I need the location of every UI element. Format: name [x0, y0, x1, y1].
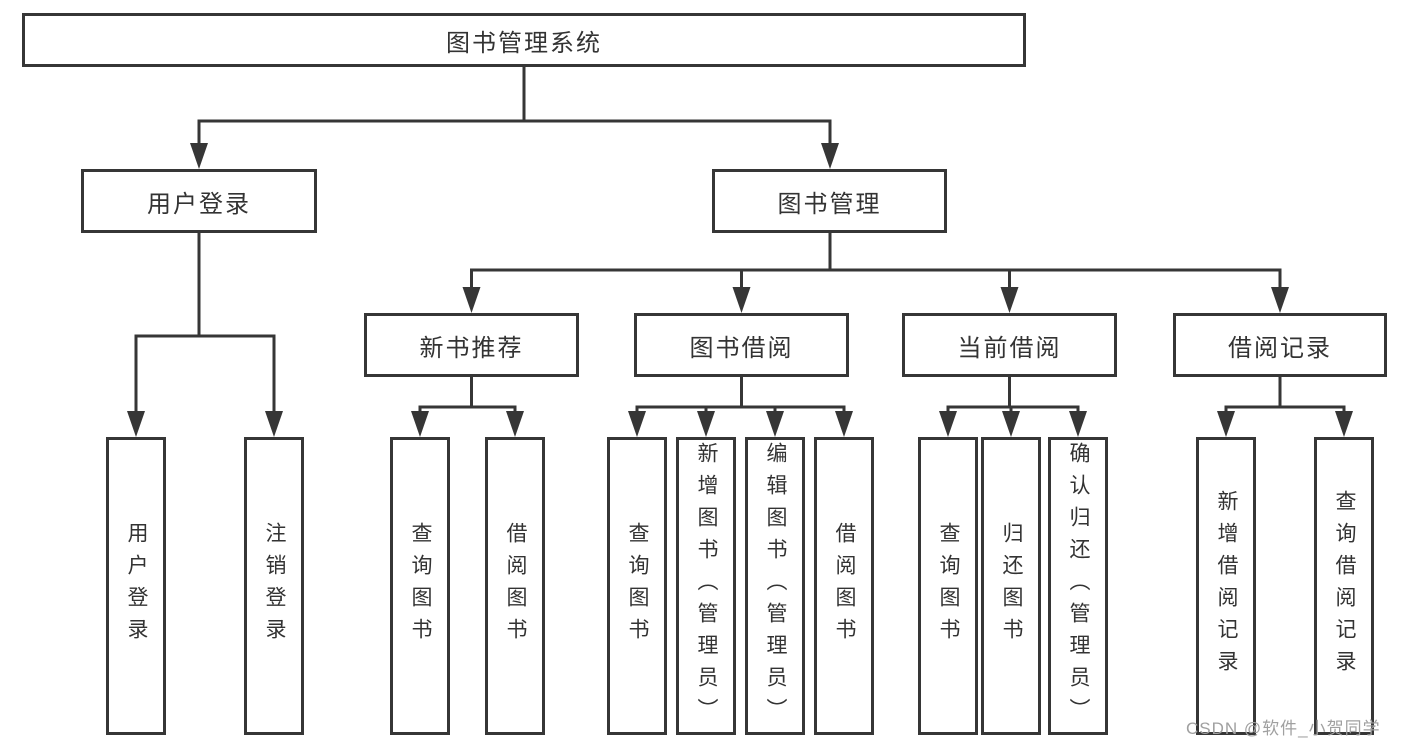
node-user-login: 用户登录: [81, 169, 317, 233]
node-book-management: 图书管理: [712, 169, 947, 233]
leaf-logout: 注销登录: [244, 437, 304, 735]
leaf-borrow-books: 借阅图书: [814, 437, 874, 735]
node-current-borrow: 当前借阅: [902, 313, 1117, 377]
leaf-query-books-borrow: 查询图书: [607, 437, 667, 735]
leaf-add-books-admin: 新增图书（管理员）: [676, 437, 736, 735]
leaf-add-borrow-record: 新增借阅记录: [1196, 437, 1256, 735]
leaf-borrow-books-recommend: 借阅图书: [485, 437, 545, 735]
leaf-return-books: 归还图书: [981, 437, 1041, 735]
node-book-borrow: 图书借阅: [634, 313, 849, 377]
leaf-query-books-recommend: 查询图书: [390, 437, 450, 735]
node-root-system: 图书管理系统: [22, 13, 1026, 67]
leaf-query-books-current: 查询图书: [918, 437, 978, 735]
node-new-book-recommend: 新书推荐: [364, 313, 579, 377]
leaf-confirm-return-admin: 确认归还（管理员）: [1048, 437, 1108, 735]
leaf-query-borrow-record: 查询借阅记录: [1314, 437, 1374, 735]
watermark-text: CSDN @软件_小贺同学: [1186, 719, 1381, 738]
leaf-user-login: 用户登录: [106, 437, 166, 735]
leaf-edit-books-admin: 编辑图书（管理员）: [745, 437, 805, 735]
node-borrow-records: 借阅记录: [1173, 313, 1387, 377]
